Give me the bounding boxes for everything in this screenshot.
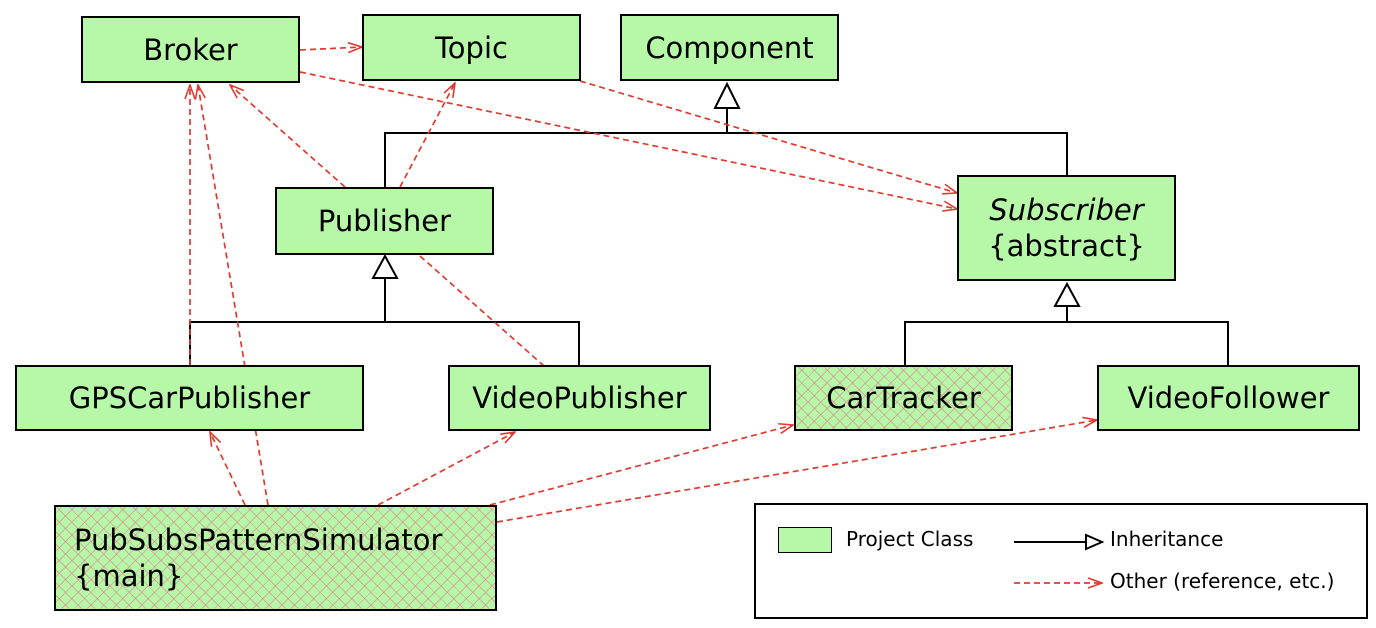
inheritance-cartracker-subscriber	[904, 306, 1068, 365]
class-pubsubs-pattern-simulator[interactable]: PubSubsPatternSimulator {main}	[54, 505, 497, 611]
class-name: Component	[645, 30, 814, 65]
legend-other-label: Other (reference, etc.)	[1110, 569, 1335, 593]
inheritance-subscriber-component	[727, 132, 1068, 175]
class-name: Broker	[143, 32, 238, 67]
class-name: VideoPublisher	[472, 381, 687, 415]
ref-publisher-videopublisher	[419, 255, 545, 367]
legend-project-class-swatch	[778, 527, 832, 553]
inheritance-videopublisher-publisher	[385, 321, 580, 365]
class-name: GPSCarPublisher	[68, 381, 311, 415]
class-stereotype: {main}	[74, 559, 184, 593]
class-subscriber[interactable]: Subscriber {abstract}	[957, 175, 1176, 281]
inheritance-publisher-component	[384, 108, 728, 190]
legend-inheritance-label: Inheritance	[1110, 527, 1224, 551]
ref-simulator-videopublisher	[377, 432, 515, 506]
ref-simulator-cartracker	[489, 425, 793, 506]
class-name: Topic	[435, 30, 508, 65]
ref-topic-subscriber	[579, 80, 957, 193]
class-stereotype: {abstract}	[988, 229, 1145, 263]
inheritance-head-component	[713, 81, 741, 109]
class-name: VideoFollower	[1127, 381, 1330, 415]
legend: Project Class Inheritance Other (referen…	[754, 503, 1368, 619]
ref-simulator-gpscarpublisher	[210, 432, 246, 506]
class-broker[interactable]: Broker	[81, 16, 300, 83]
inheritance-head-subscriber	[1053, 281, 1081, 307]
legend-lines	[1014, 533, 1105, 621]
ref-simulator-broker	[198, 85, 269, 506]
class-car-tracker[interactable]: CarTracker	[794, 365, 1013, 431]
class-video-follower[interactable]: VideoFollower	[1097, 365, 1360, 431]
ref-broker-subscriber	[299, 71, 957, 209]
ref-broker-topic	[299, 47, 362, 50]
class-name: Subscriber	[989, 193, 1144, 227]
class-name: Publisher	[317, 204, 452, 238]
legend-inheritance-head	[1085, 533, 1105, 551]
class-topic[interactable]: Topic	[362, 14, 581, 81]
class-video-publisher[interactable]: VideoPublisher	[448, 365, 711, 431]
reference-edges	[190, 47, 1097, 523]
class-name: CarTracker	[826, 381, 981, 415]
class-component[interactable]: Component	[620, 14, 839, 81]
ref-simulator-videofollower	[496, 420, 1097, 523]
inheritance-videofollower-subscriber	[1067, 321, 1229, 365]
class-gps-car-publisher[interactable]: GPSCarPublisher	[15, 365, 364, 431]
inheritance-heads	[371, 81, 1081, 307]
class-name: PubSubsPatternSimulator	[74, 523, 443, 557]
legend-project-class-label: Project Class	[846, 527, 974, 551]
ref-publisher-broker	[230, 85, 346, 188]
inheritance-head-publisher	[371, 253, 399, 279]
class-publisher[interactable]: Publisher	[275, 187, 494, 255]
inheritance-gpscarpublisher-publisher	[189, 278, 386, 365]
